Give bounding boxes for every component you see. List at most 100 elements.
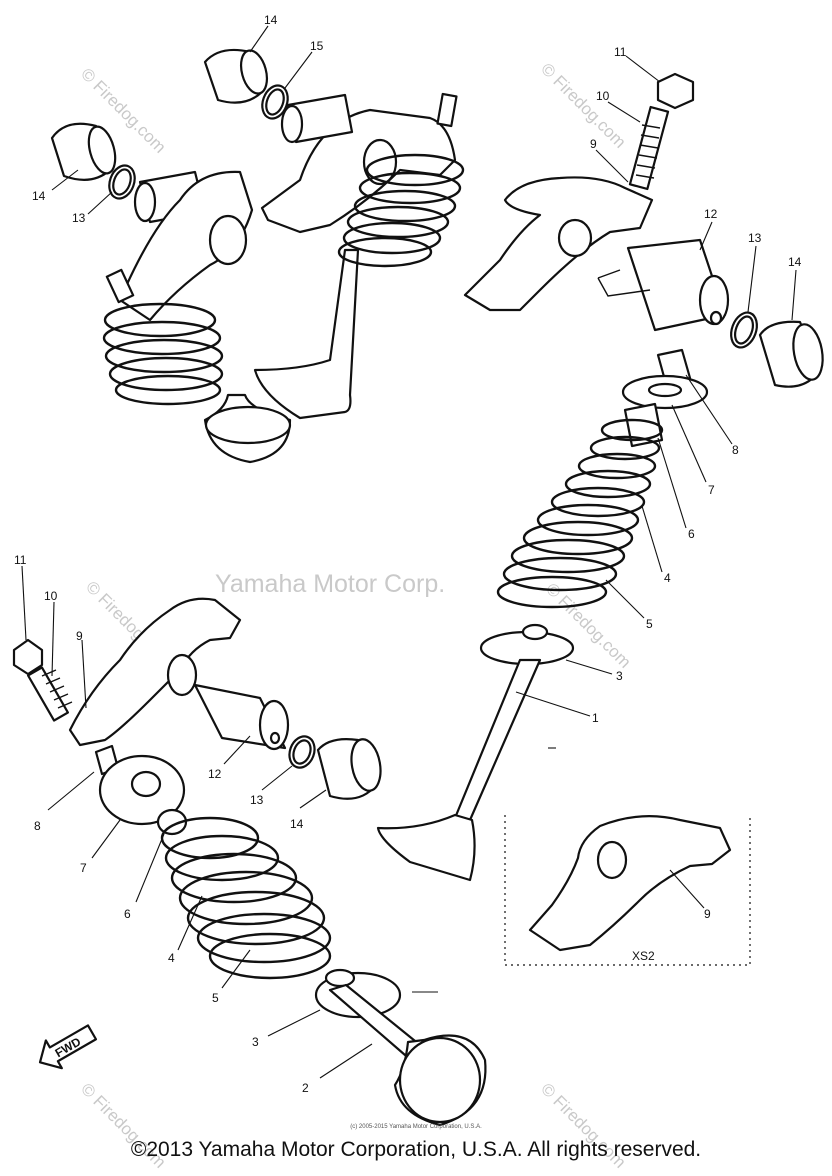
leader-line — [791, 269, 797, 321]
leader-line — [177, 895, 203, 951]
leader-line — [595, 149, 629, 183]
leader-line — [641, 505, 663, 573]
rocker-arm-bore — [362, 138, 398, 186]
callout-7: 7 — [80, 861, 87, 875]
callout-9: 9 — [704, 907, 711, 921]
o-ring-inner — [112, 168, 132, 196]
spring-seat-hole — [324, 968, 356, 988]
valve-face — [398, 1036, 482, 1124]
spring-seat — [623, 402, 664, 448]
callout-4: 4 — [664, 571, 671, 585]
rocker-arm-bore — [596, 840, 628, 880]
copyright-text: ©2013 Yamaha Motor Corporation, U.S.A. A… — [130, 1138, 702, 1161]
leader-line — [91, 819, 121, 859]
rocker-shaft-hole — [709, 310, 723, 326]
callout-5: 5 — [212, 991, 219, 1005]
callout-5: 5 — [646, 617, 653, 631]
inset-border — [504, 815, 751, 966]
valve-spring — [496, 418, 664, 609]
valve-face — [204, 405, 292, 445]
leader-line — [319, 1043, 373, 1079]
leader-line — [51, 601, 55, 677]
small-copyright: (c) 2005-2015 Yamaha Motor Corporation, … — [350, 1124, 482, 1130]
callout-4: 4 — [168, 951, 175, 965]
leader-line — [21, 565, 27, 641]
callout-6: 6 — [688, 527, 695, 541]
callout-14: 14 — [32, 189, 46, 203]
leader-line — [267, 1009, 321, 1037]
leader-line — [669, 869, 705, 909]
leader-line — [685, 374, 733, 445]
callout-14: 14 — [788, 255, 802, 269]
callout-11: 11 — [614, 45, 627, 59]
spring-seat-hole — [521, 623, 549, 641]
leader-line — [284, 51, 313, 89]
valve-stem — [453, 658, 542, 822]
callout-13: 13 — [72, 211, 86, 225]
fwd-arrow-icon: FWD — [38, 1024, 98, 1070]
rocker-arm — [118, 170, 254, 322]
o-ring-inner — [733, 315, 755, 345]
callout-2: 2 — [302, 1081, 309, 1095]
valve-spring — [102, 302, 224, 406]
callout-7: 7 — [708, 483, 715, 497]
watermark-top-right: © Firedog.com — [537, 59, 629, 151]
top-right-assembly: 11 10 9 12 13 14 8 7 6 4 5 3 1 — [376, 45, 824, 882]
leader-line — [605, 579, 645, 619]
leader-line — [657, 437, 687, 529]
callout-8: 8 — [732, 443, 739, 457]
leader-line — [565, 659, 613, 675]
adjuster-screw — [26, 666, 70, 722]
leader-line — [625, 55, 661, 83]
leader-line — [299, 789, 327, 809]
rocker-shaft-end — [280, 104, 304, 144]
callout-8: 8 — [34, 819, 41, 833]
locknut — [656, 72, 695, 110]
leader-line — [515, 691, 591, 717]
valve-spring — [337, 153, 465, 268]
callout-10: 10 — [44, 589, 58, 603]
callout-6: 6 — [124, 907, 131, 921]
rocker-arm — [68, 597, 242, 747]
leader-line — [747, 245, 757, 313]
leader-line — [261, 765, 293, 791]
callout-12: 12 — [704, 207, 718, 221]
xs2-inset: 9 XS2 — [504, 815, 751, 966]
callout-13: 13 — [748, 231, 762, 245]
callout-3: 3 — [252, 1035, 259, 1049]
valve-spring — [160, 816, 332, 980]
rocker-arm-bore — [166, 653, 198, 697]
leader-line — [607, 101, 641, 123]
adjuster-screw — [105, 268, 135, 304]
shaft-axis-line — [597, 269, 651, 297]
callout-9: 9 — [76, 629, 83, 643]
spring-retainer-hole — [130, 770, 162, 798]
bottom-left-assembly: FWD 11 10 9 8 12 13 14 7 6 4 5 3 2 — [12, 553, 487, 1127]
locknut — [12, 638, 44, 676]
rocker-shaft-hole — [269, 731, 281, 745]
callout-12: 12 — [208, 767, 222, 781]
leader-line — [223, 735, 251, 765]
rocker-shaft-end — [133, 181, 157, 223]
rocker-arm-bore — [557, 218, 593, 258]
valve-head — [376, 813, 476, 882]
plug-face — [350, 738, 382, 792]
plug-face — [239, 49, 269, 95]
callout-1: 1 — [592, 711, 599, 725]
callout-13: 13 — [250, 793, 264, 807]
o-ring-inner — [292, 739, 312, 765]
leader-line — [135, 833, 165, 903]
inset-label: XS2 — [632, 949, 655, 963]
spring-retainer-hole — [647, 382, 683, 398]
valve-stem — [253, 248, 360, 420]
screw-thread — [635, 124, 661, 179]
leader-line — [249, 25, 269, 53]
plug-face — [87, 125, 117, 175]
leader-line — [221, 949, 251, 989]
spring-seat — [156, 808, 188, 836]
callout-3: 3 — [616, 669, 623, 683]
watermark-center-text: Yamaha Motor Corp. — [215, 570, 445, 598]
leader-line — [87, 191, 113, 215]
rocker-shaft-end — [258, 699, 290, 751]
